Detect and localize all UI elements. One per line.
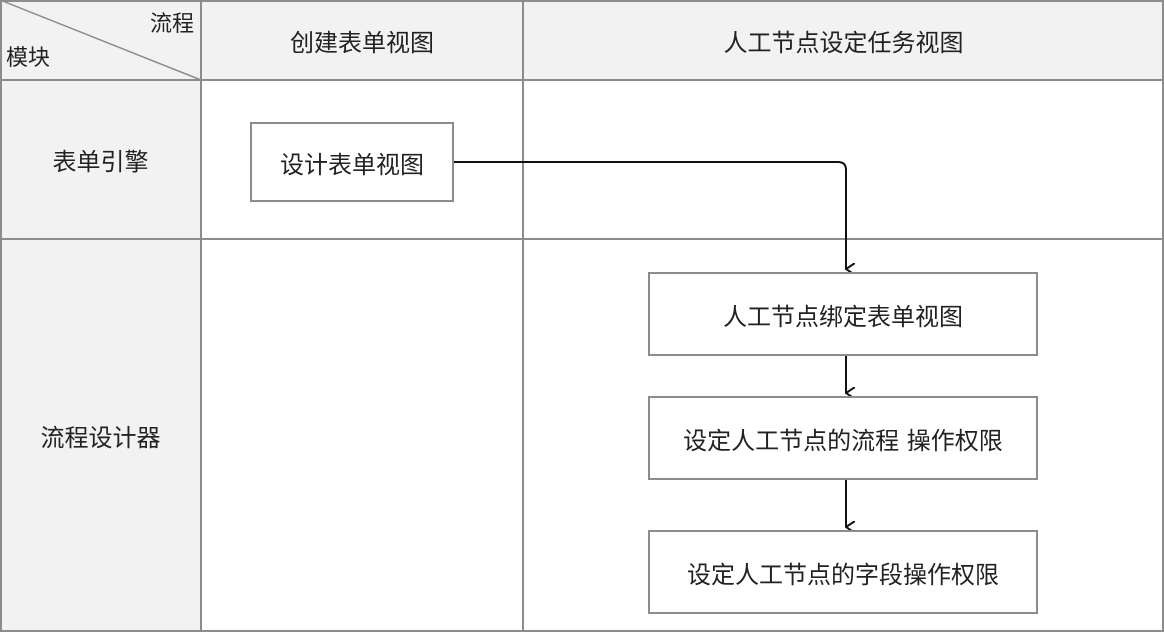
- node-label: 设定人工节点的流程 操作权限: [683, 426, 1003, 455]
- row-header-label: 表单引擎: [52, 148, 149, 176]
- node-bind-form-view: 人工节点绑定表单视图: [648, 272, 1038, 356]
- node-design-form-view: 设计表单视图: [250, 122, 454, 202]
- column-header-label: 创建表单视图: [290, 28, 434, 57]
- row-header-label: 流程设计器: [40, 424, 161, 452]
- corner-process-label: 流程: [149, 12, 194, 37]
- corner-diagonal: [0, 0, 202, 81]
- column-header-task-view: 人工节点设定任务视图: [523, 0, 1164, 80]
- node-label: 设计表单视图: [280, 150, 424, 179]
- node-set-field-permission: 设定人工节点的字段操作权限: [648, 530, 1038, 614]
- row-header-process-designer: 流程设计器: [0, 239, 201, 632]
- node-label: 人工节点绑定表单视图: [723, 302, 963, 331]
- row-header-form-engine: 表单引擎: [0, 80, 201, 239]
- column-header-label: 人工节点设定任务视图: [723, 28, 964, 57]
- corner-module-label: 模块: [6, 46, 51, 71]
- connector-design-to-bind: [453, 161, 846, 269]
- node-set-flow-permission: 设定人工节点的流程 操作权限: [648, 396, 1038, 480]
- column-header-create-form-view: 创建表单视图: [201, 0, 523, 80]
- node-label: 设定人工节点的字段操作权限: [687, 560, 999, 589]
